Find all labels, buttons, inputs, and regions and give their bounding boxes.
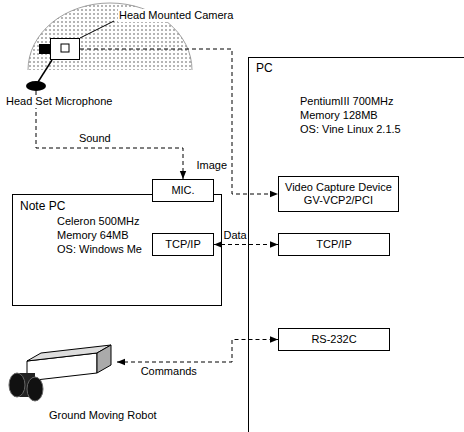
node-label: TCP/IP — [165, 238, 200, 251]
robot-side — [97, 345, 111, 373]
node-label: RS-232C — [311, 333, 356, 346]
device-box: Video Capture DeviceGV-VCP2/PCI — [278, 176, 399, 212]
node-label: Head Mounted Camera — [118, 9, 234, 22]
port-box: TCP/IP — [152, 233, 214, 256]
edge-label-anchor: Image — [195, 159, 228, 172]
node-detail: PentiumIII 700MHz — [300, 95, 394, 108]
node-detail: OS: Vine Linux 2.1.5 — [300, 123, 401, 136]
camera-detail — [61, 44, 69, 52]
node-detail: Memory 64MB — [57, 229, 129, 242]
camera-lens — [39, 44, 50, 54]
camera-body — [50, 38, 80, 60]
edge-label: Commands — [140, 365, 198, 378]
dashed-connector — [117, 340, 278, 363]
node-detail: Celeron 500MHz — [57, 215, 140, 228]
edge-label: Sound — [78, 132, 112, 145]
node-label: MIC. — [171, 184, 194, 197]
node-label: TCP/IP — [316, 238, 351, 251]
node-detail: OS: Windows Me — [57, 243, 142, 256]
microphone: Head Set Microphone — [26, 81, 46, 91]
pc-box: PC PentiumIII 700MHzMemory 128MBOS: Vine … — [248, 57, 464, 432]
node-label: Video Capture Device — [285, 181, 392, 194]
robot-wheel — [9, 373, 25, 397]
node-detail: Memory 128MB — [300, 109, 378, 122]
edge-label-anchor: Commands — [140, 365, 198, 378]
robot-node: Ground Moving Robot — [5, 335, 117, 403]
node-label: Note PC — [20, 200, 65, 213]
camera-box: Head Mounted Camera — [50, 38, 80, 60]
microphone-boom — [38, 60, 52, 82]
dashed-connector — [214, 244, 278, 245]
leader-line — [80, 21, 114, 38]
robot-wheel — [27, 377, 43, 401]
edge-label-anchor: Sound — [78, 132, 112, 145]
node-label: Ground Moving Robot — [48, 409, 158, 422]
edge-label: Image — [195, 159, 228, 172]
robot-illustration — [9, 345, 111, 401]
node-label: Head Set Microphone — [5, 95, 113, 108]
port-box: RS-232C — [278, 328, 390, 351]
port-box: TCP/IP — [278, 233, 390, 256]
port-box: MIC. — [152, 179, 214, 202]
edge-label-anchor: Data — [222, 229, 247, 242]
node-detail: GV-VCP2/PCI — [304, 194, 373, 207]
edge-label: Data — [222, 229, 247, 242]
node-label: PC — [256, 62, 273, 75]
note-pc-box: Note PC Celeron 500MHzMemory 64MBOS: Wind… — [12, 194, 222, 306]
